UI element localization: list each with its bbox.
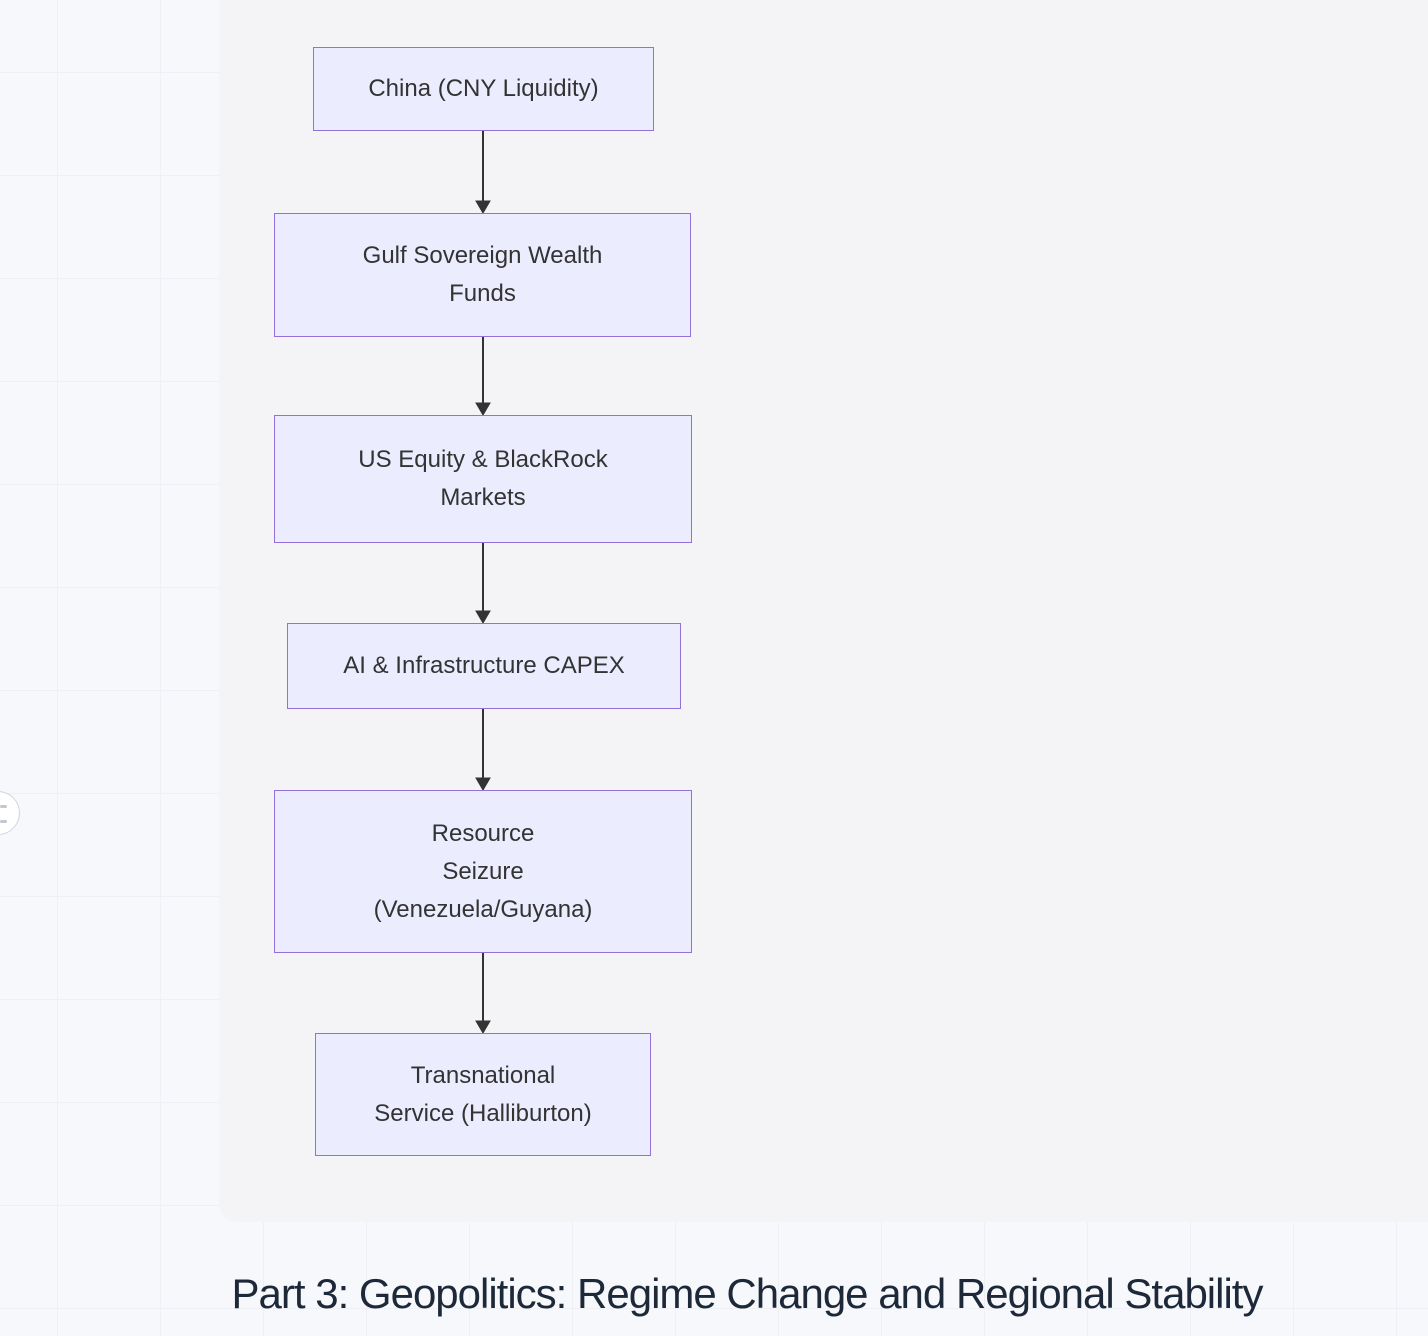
flow-node-label: Gulf Sovereign Wealth bbox=[362, 242, 603, 269]
flow-node-label: AI & Infrastructure CAPEX bbox=[343, 652, 625, 679]
flow-node-label: Seizure bbox=[442, 857, 524, 885]
diagram-caption: Part 3: Geopolitics: Regime Change and R… bbox=[231, 1270, 1264, 1317]
edge-handle-icon bbox=[0, 805, 7, 808]
flow-node-ai-infrastructure-capex: AI & Infrastructure CAPEX bbox=[287, 623, 681, 709]
diagram-panel bbox=[219, 0, 1428, 1222]
flow-node-label: Markets bbox=[440, 484, 526, 511]
flow-node-label: Transnational bbox=[410, 1061, 556, 1089]
flow-node-label: (Venezuela/Guyana) bbox=[373, 895, 593, 923]
flow-node-label: US Equity & BlackRock bbox=[358, 446, 608, 473]
flow-node-china-cny: China (CNY Liquidity) bbox=[313, 47, 654, 131]
flow-node-label: Resource bbox=[431, 819, 535, 847]
flow-node-label: Funds bbox=[449, 280, 516, 307]
flow-node-label: China (CNY Liquidity) bbox=[368, 75, 599, 102]
flow-node-label: Service (Halliburton) bbox=[374, 1099, 592, 1127]
edge-panel-toggle-button[interactable] bbox=[0, 791, 20, 835]
edge-handle-icon bbox=[0, 820, 7, 823]
